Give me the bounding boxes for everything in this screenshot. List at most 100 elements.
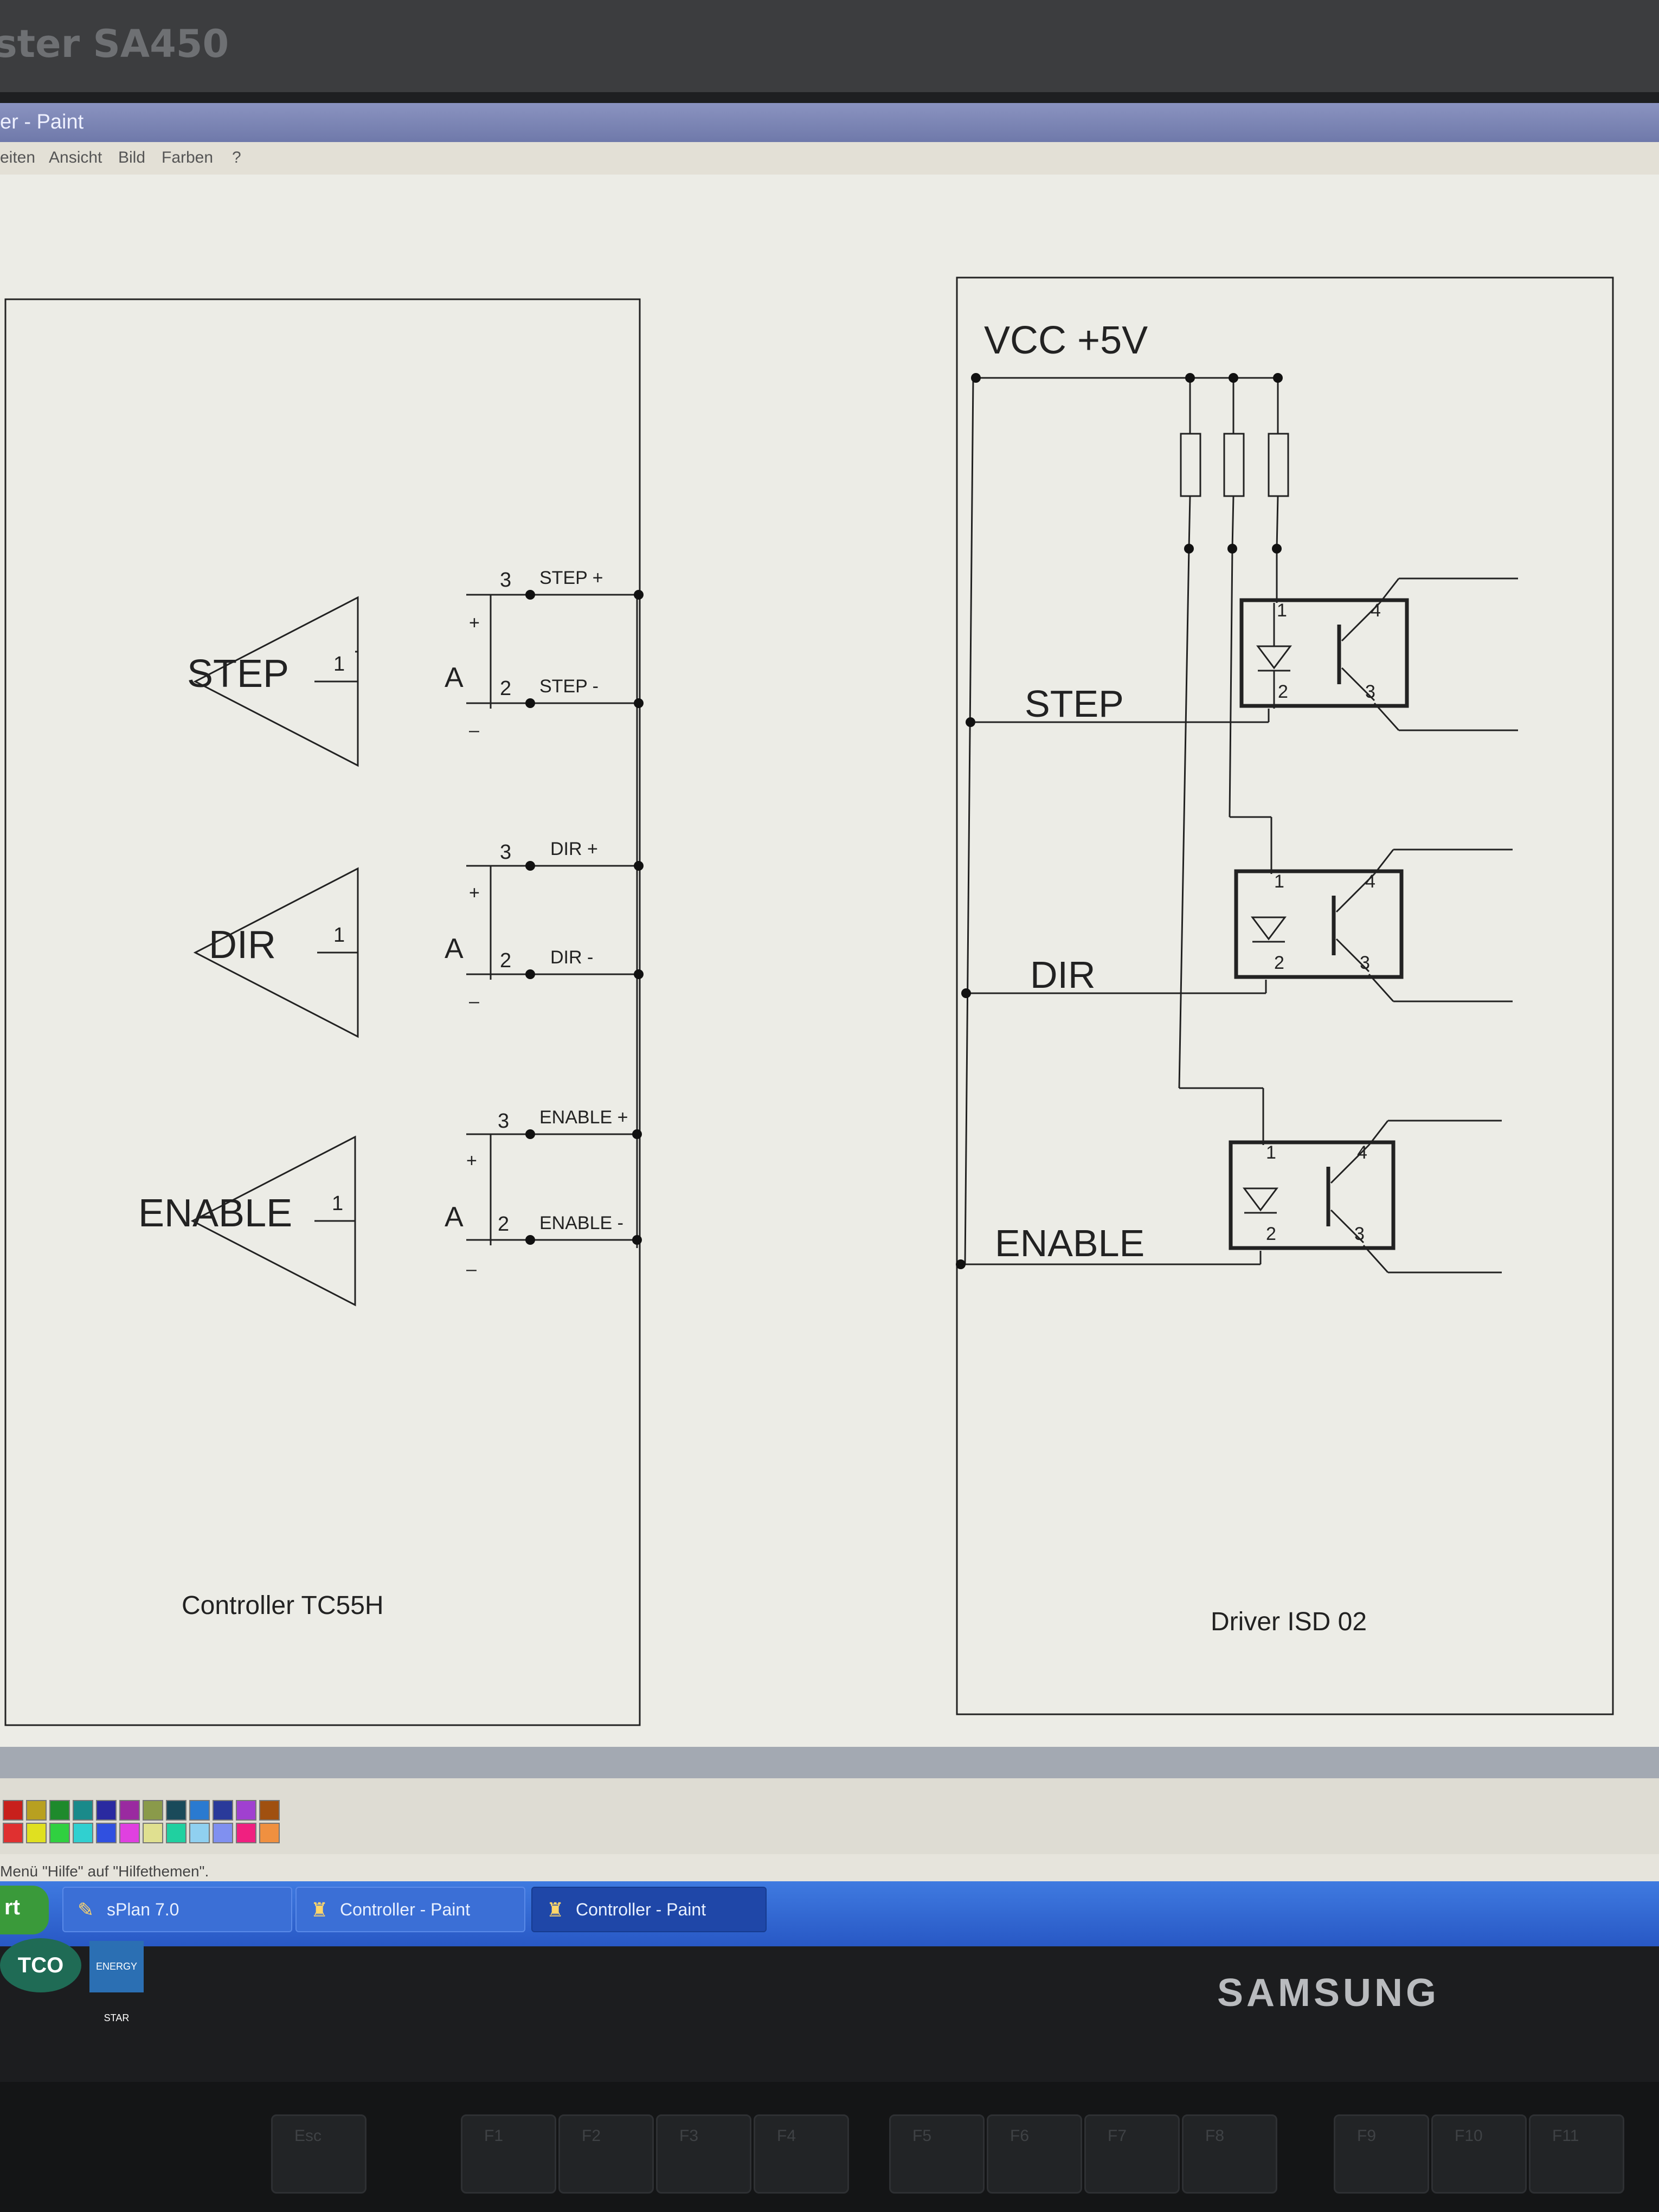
svg-text:4: 4 (1357, 1142, 1367, 1163)
palette-swatch[interactable] (236, 1800, 256, 1821)
palette-swatch[interactable] (119, 1823, 140, 1843)
svg-text:3: 3 (1360, 953, 1370, 973)
keyboard-key: F2 (558, 2114, 654, 2194)
menu-help[interactable]: ? (232, 149, 241, 166)
enable-plus-sign: + (466, 1150, 477, 1171)
svg-text:1: 1 (1277, 600, 1287, 621)
keyboard-key-label: F10 (1455, 2127, 1483, 2145)
menu-bearbeiten[interactable]: eiten (0, 149, 36, 166)
keyboard-key-label: F3 (679, 2127, 699, 2145)
paint-icon: ♜ (546, 1899, 564, 1921)
color-palette (0, 1778, 1659, 1860)
dir-plus-label: DIR + (550, 839, 598, 859)
resistor-2 (1223, 433, 1245, 497)
keyboard-key-label: F4 (777, 2127, 796, 2145)
keyboard-key: F9 (1334, 2114, 1429, 2194)
status-text: Menü "Hilfe" auf "Hilfethemen". (0, 1863, 209, 1880)
dir-minus-label: DIR - (550, 947, 593, 968)
pencil-icon: ✎ (78, 1899, 94, 1921)
palette-swatch[interactable] (236, 1823, 256, 1843)
window-titlebar[interactable]: er - Paint (0, 103, 1659, 142)
paint-icon: ♜ (311, 1899, 329, 1921)
samsung-logo: SAMSUNG (1217, 1971, 1440, 2015)
palette-swatch[interactable] (26, 1823, 47, 1843)
taskbar-splan[interactable]: ✎ sPlan 7.0 (62, 1887, 292, 1932)
keyboard-key-label: F11 (1552, 2127, 1579, 2145)
monitor-bezel-bottom (0, 1946, 1659, 2082)
palette-swatch[interactable] (166, 1800, 187, 1821)
palette-swatch[interactable] (143, 1800, 163, 1821)
keyboard-key-label: F9 (1357, 2127, 1377, 2145)
menu-bild[interactable]: Bild (118, 149, 146, 166)
keyboard-key: F3 (656, 2114, 751, 2194)
energy-star-badge: ENERGY STAR (89, 1941, 144, 2023)
step-pin-2: 2 (500, 677, 511, 700)
dir-pin-1: 1 (333, 924, 345, 947)
controller-frame (4, 298, 641, 1726)
palette-swatch[interactable] (73, 1823, 93, 1843)
step-minus-sign: – (469, 720, 479, 741)
monitor-model-label: ster SA450 (0, 22, 229, 66)
palette-swatch[interactable] (49, 1800, 70, 1821)
palette-swatch[interactable] (73, 1800, 93, 1821)
enable-pin-3: 3 (498, 1110, 509, 1133)
enable-minus-sign: – (466, 1259, 477, 1279)
palette-swatch[interactable] (166, 1823, 187, 1843)
step-plus-sign: + (469, 613, 480, 633)
keyboard-key: F10 (1431, 2114, 1527, 2194)
palette-swatch[interactable] (259, 1823, 280, 1843)
vcc-label: VCC +5V (984, 319, 1148, 362)
paint-canvas[interactable]: STEP DIR ENABLE A A A 1 1 1 3 2 3 2 3 2 … (0, 175, 1659, 1747)
palette-swatch[interactable] (26, 1800, 47, 1821)
menu-ansicht[interactable]: Ansicht (49, 149, 102, 166)
palette-swatch[interactable] (96, 1823, 117, 1843)
palette-swatch[interactable] (96, 1800, 117, 1821)
palette-swatch[interactable] (143, 1823, 163, 1843)
enable-plus-label: ENABLE + (539, 1107, 628, 1128)
window-title: er - Paint (0, 111, 84, 133)
circuit-schematic: STEP DIR ENABLE A A A 1 1 1 3 2 3 2 3 2 … (4, 276, 1614, 1726)
enable-pin-1: 1 (332, 1192, 343, 1215)
paint-canvas-area: STEP DIR ENABLE A A A 1 1 1 3 2 3 2 3 2 … (0, 175, 1659, 1779)
tco-badge: TCO (0, 1938, 81, 1992)
start-button[interactable]: rt (0, 1886, 49, 1934)
palette-swatch[interactable] (259, 1800, 280, 1821)
palette-swatch[interactable] (213, 1823, 233, 1843)
palette-swatch[interactable] (3, 1823, 23, 1843)
palette-swatch[interactable] (189, 1823, 210, 1843)
palette-swatch[interactable] (213, 1800, 233, 1821)
dir-plus-sign: + (469, 883, 480, 903)
dir-minus-sign: – (469, 991, 479, 1012)
optocoupler-dir (1234, 848, 1513, 1002)
palette-swatch[interactable] (49, 1823, 70, 1843)
keyboard-key-label: F2 (582, 2127, 601, 2145)
taskbar-paint-2[interactable]: ♜ Controller - Paint (531, 1887, 767, 1932)
palette-swatch[interactable] (189, 1800, 210, 1821)
resistor-3 (1268, 433, 1289, 497)
menu-bar: eiten Ansicht Bild Farben ? (0, 142, 1659, 175)
controller-enable-label: ENABLE (138, 1192, 292, 1235)
keyboard-key: F7 (1084, 2114, 1180, 2194)
enable-minus-label: ENABLE - (539, 1213, 623, 1233)
keyboard-key: F11 (1529, 2114, 1624, 2194)
taskbar-paint-1[interactable]: ♜ Controller - Paint (295, 1887, 525, 1932)
svg-text:3: 3 (1365, 681, 1375, 702)
svg-text:1: 1 (1274, 871, 1284, 892)
keyboard-key: F1 (461, 2114, 556, 2194)
svg-text:4: 4 (1371, 600, 1381, 621)
svg-text:2: 2 (1266, 1224, 1276, 1244)
svg-text:2: 2 (1274, 953, 1284, 973)
menu-farben[interactable]: Farben (162, 149, 214, 166)
screen: er - Paint eiten Ansicht Bild Farben ? (0, 103, 1659, 1946)
palette-swatch[interactable] (119, 1800, 140, 1821)
keyboard-key-label: Esc (294, 2127, 322, 2145)
palette-swatch[interactable] (3, 1800, 23, 1821)
keyboard-key-label: F1 (484, 2127, 504, 2145)
optocoupler-enable (1229, 1120, 1502, 1274)
keyboard-key-label: F5 (912, 2127, 932, 2145)
step-minus-label: STEP - (539, 676, 599, 697)
svg-text:2: 2 (1278, 681, 1288, 702)
keyboard-key-label: F6 (1010, 2127, 1030, 2145)
step-amp-label: A (445, 662, 464, 693)
